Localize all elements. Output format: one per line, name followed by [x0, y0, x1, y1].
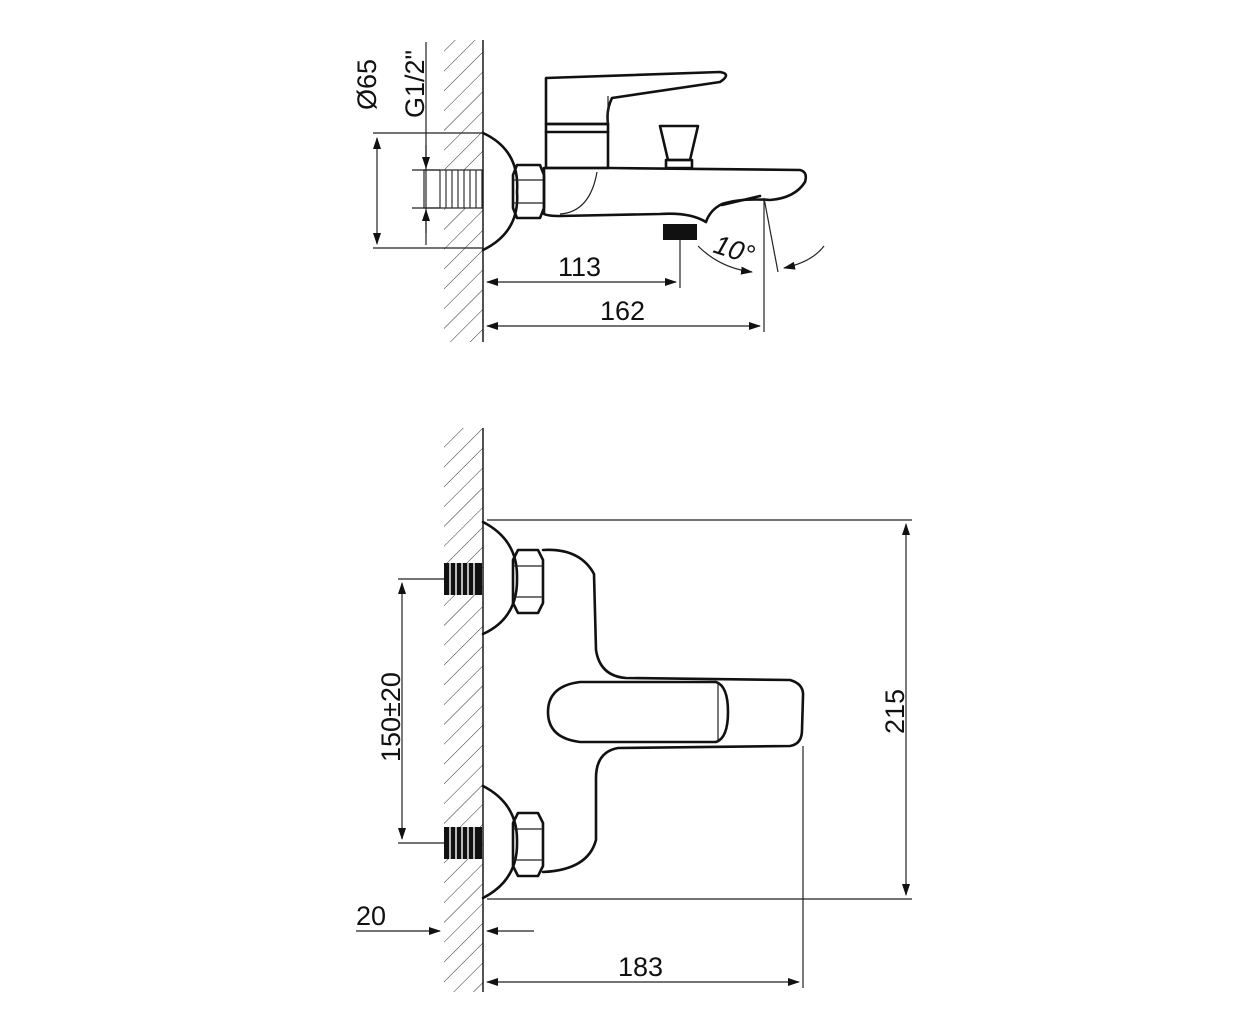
- thread-stub-top: [423, 169, 483, 209]
- dim-diameter-label: Ø65: [352, 59, 382, 110]
- lower-flange-front: [481, 784, 519, 900]
- side-view: Ø65 G1/2" 113 162 10°: [352, 40, 825, 342]
- lever-front: [546, 680, 730, 744]
- lower-thread-stub: [444, 827, 482, 859]
- wall-hatch-front: [444, 428, 483, 992]
- front-view: 150±20 215 20 183: [356, 428, 912, 992]
- upper-thread-stub: [444, 563, 482, 595]
- cartridge-top: [544, 130, 610, 170]
- dim-angle-label: 10°: [710, 229, 758, 270]
- dim-spacing-label: 150±20: [376, 672, 406, 762]
- dim-thread-label: G1/2": [400, 50, 430, 118]
- lever-handle-top: [544, 70, 728, 126]
- dim-height-label: 215: [880, 689, 910, 734]
- dim-outlet-label: 113: [558, 252, 601, 282]
- wall-flange-top: [481, 131, 519, 252]
- hose-outlet-top: [663, 224, 697, 240]
- dim-length-label: 162: [600, 296, 645, 326]
- upper-nut-front: [511, 548, 545, 615]
- hex-nut-top: [511, 163, 546, 220]
- diverter-knob-top: [658, 124, 700, 162]
- lower-nut-front: [511, 811, 545, 878]
- upper-flange-front: [481, 520, 519, 636]
- dim-wall-label: 20: [356, 901, 386, 931]
- dim-front-length-label: 183: [618, 952, 663, 982]
- body-front: [541, 548, 805, 874]
